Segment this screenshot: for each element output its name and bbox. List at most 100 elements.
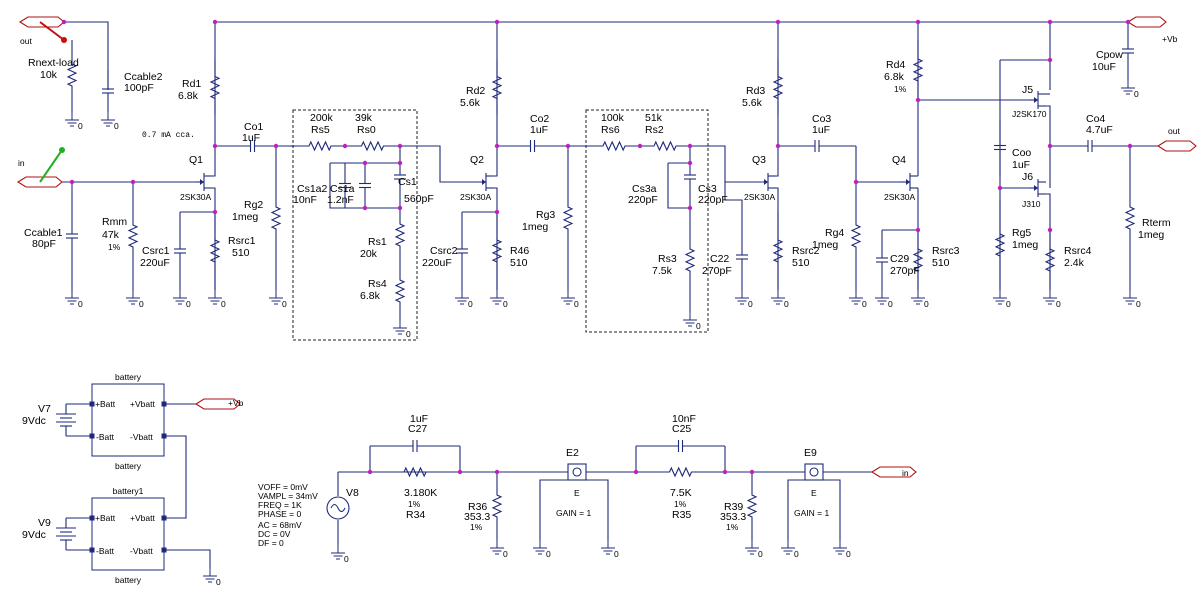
battery1-name: battery1 — [113, 486, 144, 496]
rg4-resistor — [850, 182, 862, 290]
c29-capacitor — [876, 230, 888, 290]
wire — [787, 479, 805, 540]
battery1-footer: battery — [115, 575, 142, 585]
junction-dot — [494, 469, 500, 475]
q1-jfet — [196, 173, 212, 191]
ground-symbol — [601, 540, 615, 555]
e9-name: E9 — [804, 447, 817, 459]
rg5-resistor — [994, 200, 1006, 290]
ground-symbol — [65, 112, 79, 127]
j6-name: J6 — [1022, 171, 1033, 183]
battery1-block — [91, 497, 165, 571]
junction-dot — [775, 143, 781, 149]
voltage-probe-red — [39, 21, 65, 41]
q4-name: Q4 — [892, 154, 906, 166]
cs1a2-value: 10nF — [293, 194, 317, 206]
vb-batt-label: +Vb — [228, 398, 244, 408]
junction-dot — [687, 160, 693, 166]
cs3a-name: Cs3a — [632, 183, 657, 195]
cs1a-value: 1.2nF — [327, 194, 354, 206]
co4-name: Co4 — [1086, 113, 1105, 125]
j5-value: J2SK170 — [1012, 109, 1047, 119]
e9-label: E — [811, 488, 817, 498]
v8-param2: DF = 0 — [258, 538, 284, 548]
rs5-value: 200k — [310, 112, 334, 124]
c25-name: C25 — [672, 423, 691, 435]
q3-value: 2SK30A — [744, 192, 776, 202]
pin-square — [161, 547, 167, 553]
q4-value: 2SK30A — [884, 192, 916, 202]
junction-dot — [457, 469, 463, 475]
junction-dot — [1125, 19, 1131, 25]
ground-label: 0 — [862, 299, 867, 309]
ground-symbol — [331, 545, 345, 560]
co1-capacitor — [215, 140, 290, 152]
ground-label: 0 — [221, 299, 226, 309]
rsrc3-value: 510 — [932, 257, 950, 269]
out-port-label: out — [20, 36, 32, 46]
rs2-value: 51k — [645, 112, 663, 124]
ground-label: 0 — [503, 549, 508, 559]
rsrc3-name: Rsrc3 — [932, 245, 960, 257]
rs0-resistor — [345, 140, 400, 152]
r35-tol: 1% — [674, 499, 687, 509]
cs3-value: 220pF — [698, 194, 728, 206]
in-bottom-label: in — [902, 468, 909, 478]
rd3-value: 5.6k — [742, 97, 763, 109]
co1-value: 1uF — [242, 132, 260, 144]
cs1a-name: Cs1a — [330, 183, 355, 195]
rs3-resistor — [684, 208, 696, 312]
cs1-name: Cs1 — [398, 176, 417, 188]
ground-label: 0 — [888, 299, 893, 309]
co3-value: 1uF — [812, 124, 830, 136]
r46-resistor — [491, 212, 503, 290]
co3-name: Co3 — [812, 113, 831, 125]
rs2-resistor — [640, 140, 690, 152]
wire — [823, 479, 841, 540]
r46-name: R46 — [510, 245, 529, 257]
out-port-left — [18, 16, 65, 28]
battery-pin-pb: +Batt — [95, 399, 116, 409]
co2-value: 1uF — [530, 124, 548, 136]
ground-label: 0 — [406, 329, 411, 339]
vb-port-batt — [194, 398, 241, 410]
junction-dot — [749, 469, 755, 475]
q2-jfet — [458, 173, 494, 191]
ground-symbol — [771, 290, 785, 305]
junction-dot — [494, 209, 500, 215]
ground-label: 0 — [924, 299, 929, 309]
rsrc2-resistor — [772, 212, 784, 290]
rd4-tol: 1% — [894, 84, 907, 94]
battery1-pin-pv: +Vbatt — [130, 513, 155, 523]
rs6-value: 100k — [601, 112, 625, 124]
ground-label: 0 — [758, 549, 763, 559]
coo-value: 1uF — [1012, 159, 1030, 171]
e2-name: E2 — [566, 447, 579, 459]
r46-value: 510 — [510, 257, 528, 269]
rnext-name: Rnext-load — [28, 57, 79, 69]
r39-value: 353.3 — [720, 511, 746, 523]
pin-square — [161, 515, 167, 521]
rsrc4-value: 2.4k — [1064, 257, 1085, 269]
wire — [724, 182, 743, 224]
ground-symbol — [203, 568, 217, 583]
voltage-probe-green-tip — [59, 147, 65, 153]
ground-label: 0 — [846, 549, 851, 559]
ccable1-capacitor — [66, 182, 78, 290]
rsrc2-value: 510 — [792, 257, 810, 269]
v8-param: VAMPL = 34mV — [258, 491, 318, 501]
ground-symbol — [173, 290, 187, 305]
junction-dot — [722, 469, 728, 475]
out-port-right — [1156, 140, 1197, 152]
e9-vcvs — [804, 463, 824, 481]
junction-dot — [1127, 143, 1133, 149]
battery1-pin-nv: -Vbatt — [130, 546, 153, 556]
csrc1-capacitor — [174, 212, 186, 290]
junction-dot — [342, 143, 348, 149]
rs6-resistor — [588, 140, 640, 152]
rterm-value: 1meg — [1138, 229, 1164, 241]
junction-dot — [362, 160, 368, 166]
cs3-name: Cs3 — [698, 183, 717, 195]
ground-label: 0 — [748, 299, 753, 309]
csrc2-value: 220uF — [422, 257, 452, 269]
